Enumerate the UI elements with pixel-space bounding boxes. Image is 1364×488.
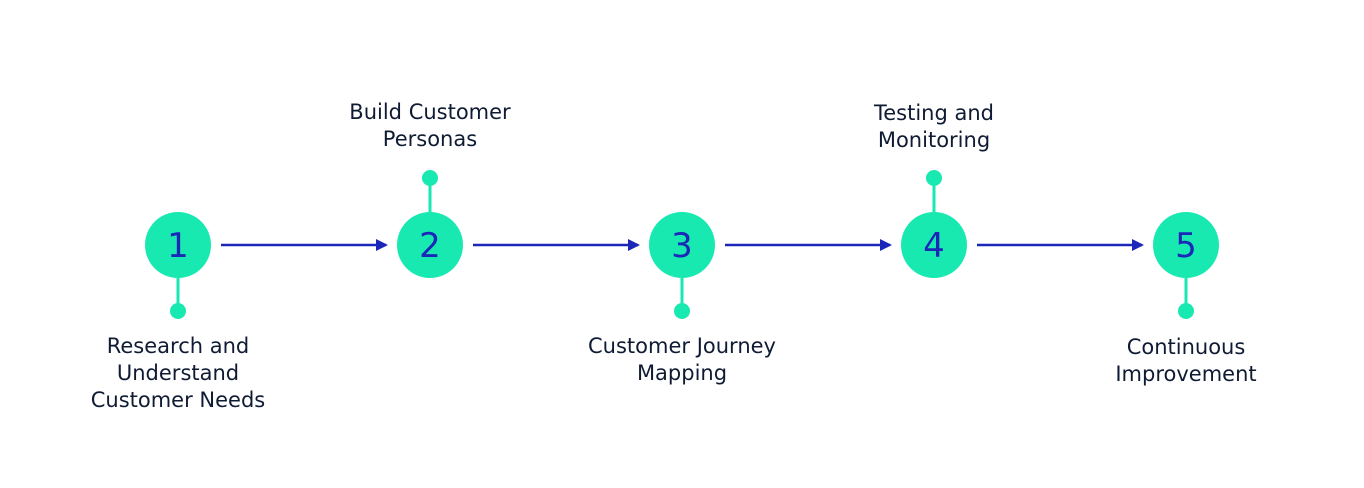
step-label-1-line-2: Understand [116, 361, 240, 385]
connector-dot-1 [170, 303, 186, 319]
step-number-4: 4 [923, 226, 945, 266]
connector-dot-5 [1178, 303, 1194, 319]
step-label-2-line-2: Personas [382, 127, 478, 151]
connectors [170, 170, 1194, 319]
step-label-1: Research and Understand Customer Needs [58, 333, 298, 414]
step-node-2: 2 [397, 212, 463, 278]
step-label-4-line-2: Monitoring [877, 128, 991, 152]
step-node-1: 1 [145, 212, 211, 278]
step-circle-2 [397, 212, 463, 278]
step-label-2-line-1: Build Customer [349, 100, 511, 124]
step-node-5: 5 [1153, 212, 1219, 278]
step-label-5: Continuous Improvement [1066, 334, 1306, 388]
step-number-1: 1 [167, 226, 189, 266]
step-label-3-line-1: Customer Journey [588, 334, 776, 358]
connector-dot-3 [674, 303, 690, 319]
step-circle-5 [1153, 212, 1219, 278]
step-node-4: 4 [901, 212, 967, 278]
step-label-5-line-1: Continuous [1126, 335, 1246, 359]
step-label-3: Customer Journey Mapping [562, 333, 802, 387]
connector-dot-2 [422, 170, 438, 186]
step-label-4-line-1: Testing and [873, 101, 994, 125]
step-number-3: 3 [671, 226, 693, 266]
step-label-2: Build Customer Personas [310, 99, 550, 153]
step-label-3-line-2: Mapping [636, 361, 728, 385]
step-node-3: 3 [649, 212, 715, 278]
step-circle-3 [649, 212, 715, 278]
connector-dot-4 [926, 170, 942, 186]
step-label-1-line-3: Customer Needs [90, 388, 266, 412]
step-label-4: Testing and Monitoring [814, 100, 1054, 154]
step-number-2: 2 [419, 226, 441, 266]
step-number-5: 5 [1175, 226, 1197, 266]
step-label-5-line-2: Improvement [1115, 362, 1257, 386]
step-label-1-line-1: Research and [106, 334, 250, 358]
step-circle-1 [145, 212, 211, 278]
step-circle-4 [901, 212, 967, 278]
